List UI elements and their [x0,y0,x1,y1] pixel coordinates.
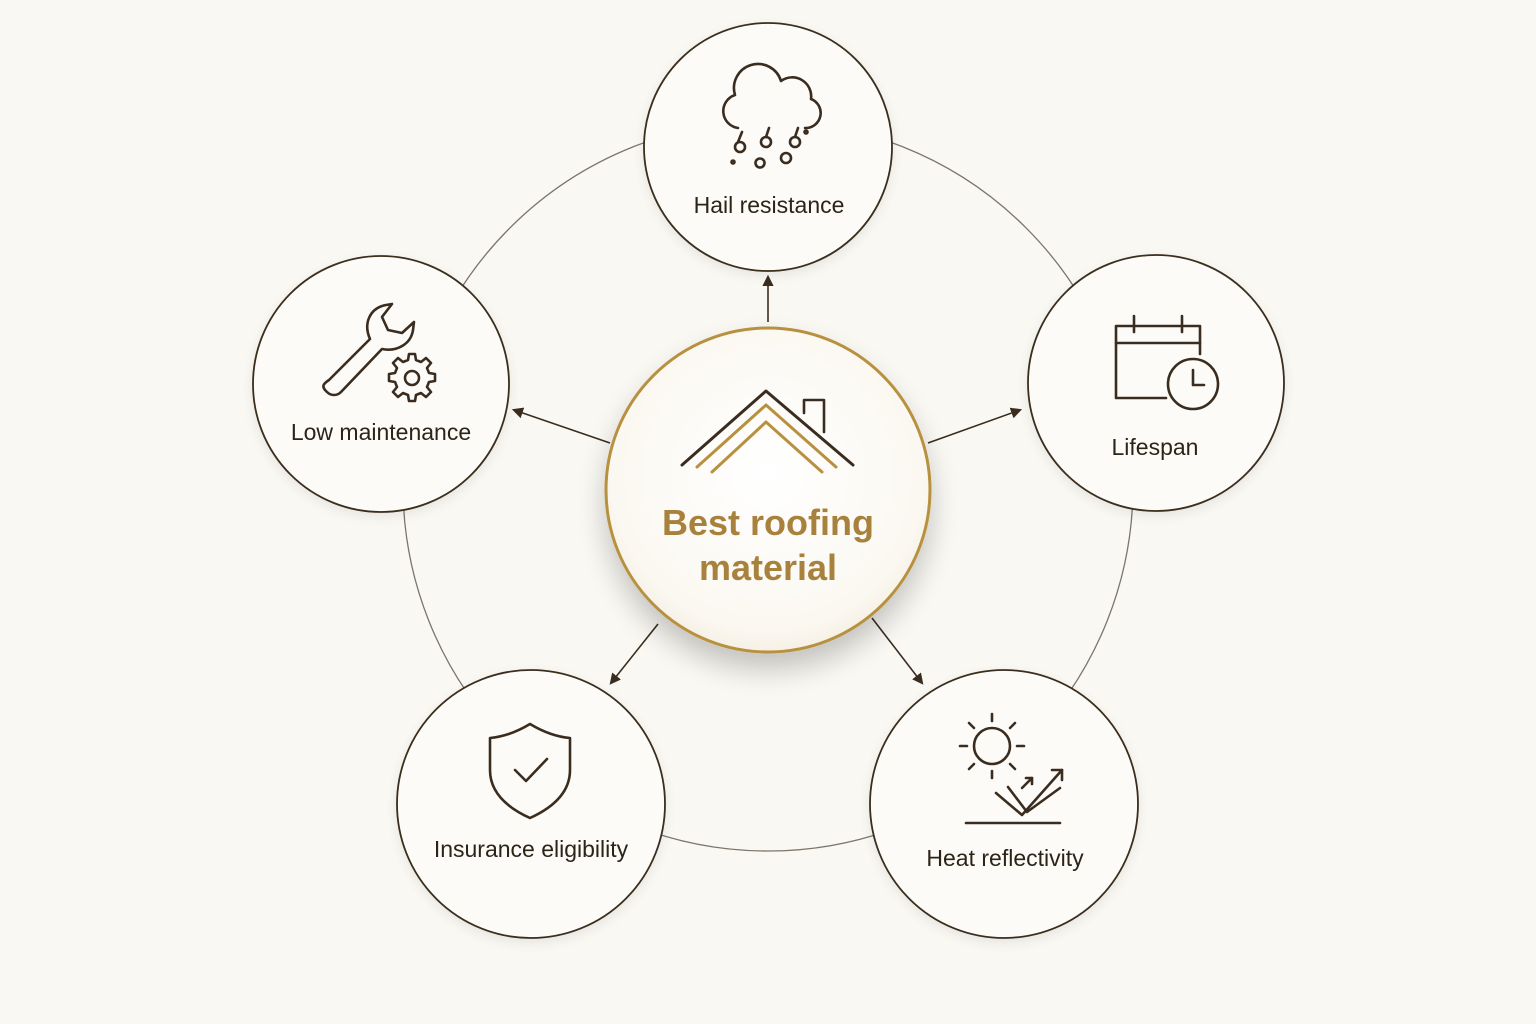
wrench-gear-icon [322,302,437,403]
hail-cloud-icon [722,62,822,169]
node-label-maintenance: Low maintenance [291,419,471,445]
house-roof-icon [680,389,855,474]
node-label-insurance: Insurance eligibility [434,836,629,862]
node-insurance-eligibility: Insurance eligibility [396,669,666,939]
center-title-line2: material [699,547,837,588]
node-lifespan: Lifespan [1027,254,1285,512]
arrow-lifespan [927,407,1023,444]
center-title-line1: Best roofing [662,502,874,543]
node-label-hail: Hail resistance [694,192,845,218]
arrows [511,274,1023,685]
center-node: Best roofing material [604,326,932,654]
arrow-heat [871,617,924,685]
shield-check-icon [488,722,572,820]
node-low-maintenance: Low maintenance [252,255,510,513]
node-label-heat: Heat reflectivity [926,845,1084,871]
arrow-maintenance [511,407,611,444]
sun-reflect-icon [958,712,1064,825]
node-label-lifespan: Lifespan [1112,434,1199,460]
calendar-clock-icon [1114,314,1220,411]
arrow-insurance [609,623,659,685]
node-heat-reflectivity: Heat reflectivity [869,669,1139,939]
node-hail-resistance: Hail resistance [643,22,893,272]
